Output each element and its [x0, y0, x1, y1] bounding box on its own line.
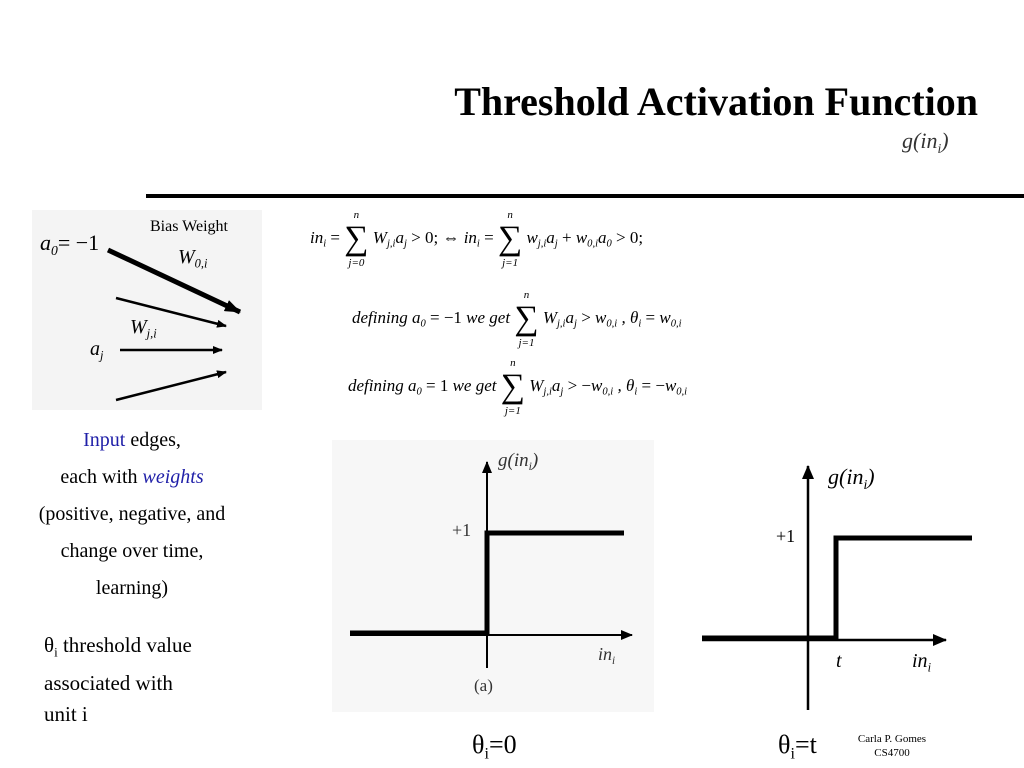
credit-course: CS4700	[874, 747, 910, 759]
caption-line-4: change over time,	[60, 540, 204, 562]
g-fn: g	[902, 128, 913, 153]
aj-var: a	[90, 338, 100, 360]
plot-b-ylabel-sub: i	[863, 476, 868, 492]
eq3-prefix: defining	[348, 375, 404, 395]
plot-a-ylabel-fn: g	[498, 450, 508, 471]
bias-arrow	[106, 247, 242, 315]
caption-line-3: (positive, negative, and	[38, 503, 226, 525]
theta-sub: i	[54, 644, 58, 660]
eq3-value: = 1	[425, 375, 449, 395]
aj-sub: j	[100, 348, 104, 363]
caption-each-with: each with	[60, 466, 143, 488]
title-rule	[146, 194, 1024, 198]
theta-a-sub: i	[484, 745, 489, 763]
input-arrow-3	[115, 370, 227, 402]
plot-b-t-label: t	[836, 650, 842, 672]
theta-note-line-1: θi threshold value	[44, 630, 192, 668]
step-plot-a: g(ini) +1 ini (a)	[332, 440, 654, 712]
eq2-prefix: defining	[352, 307, 408, 327]
wji-label: Wj,i	[130, 316, 157, 341]
plot-a-xlabel: ini	[598, 644, 615, 667]
aj-label: aj	[90, 338, 103, 363]
theta-note-rest: threshold value	[57, 633, 192, 657]
w0i-var: W	[178, 246, 195, 268]
theta-note-line-2: associated with	[44, 670, 173, 695]
eq2-mid: we get	[466, 307, 511, 327]
plot-a-ylabel: g(ini)	[498, 450, 539, 474]
theta-note-line-3: unit i	[44, 701, 88, 726]
caption-line-2: each with weights	[6, 459, 258, 496]
plot-b-ylabel-arg: in	[846, 464, 864, 489]
plot-b-xlabel-in: in	[912, 650, 928, 672]
caption-line-5: learning)	[95, 577, 169, 599]
caption-edges: edges,	[125, 429, 181, 451]
theta-a-rest: =0	[488, 730, 517, 759]
theta-b-sub: i	[790, 745, 795, 763]
equiv-symbol: ⇔	[442, 227, 460, 247]
step-plot-b-svg	[702, 465, 972, 710]
plot-b-ylabel: g(ini)	[828, 464, 875, 492]
theta-note: θi threshold value associated with unit …	[44, 630, 192, 730]
input-arrow-1	[115, 296, 227, 328]
w0i-label: W0,i	[178, 246, 207, 271]
credit-author: Carla P. Gomes	[857, 733, 927, 745]
w0i-sub: 0,i	[194, 256, 208, 271]
g-sub: i	[937, 140, 942, 156]
step-plot-a-svg	[350, 461, 633, 668]
eq3-mid: we get	[452, 375, 497, 395]
step-line-a	[350, 530, 624, 636]
theta-b-rest: =t	[794, 730, 817, 759]
theta-a-symbol: θ	[472, 730, 485, 759]
caption-weights: weights	[142, 466, 204, 488]
bias-weight-label: Bias Weight	[150, 218, 228, 235]
plot-b-ylabel-fn: g	[828, 464, 839, 489]
theta-b-symbol: θ	[778, 730, 791, 759]
slide-title: Threshold Activation Function	[454, 79, 978, 124]
caption-input: Input	[83, 429, 126, 451]
a0-label: a0= −1	[40, 230, 99, 259]
input-edges-svg	[106, 247, 242, 402]
plot-a-ylabel-sub: i	[528, 460, 532, 474]
a0-var: a	[40, 230, 51, 255]
theta-label-b: θi=t	[778, 730, 817, 764]
caption-line-1: Input edges,	[6, 422, 258, 459]
plot-a-ylabel-arg: in	[513, 450, 529, 471]
input-edges-caption: Input edges, each with weights (positive…	[6, 422, 258, 607]
eq2-value: = −1	[429, 307, 462, 327]
g-arg: in	[920, 128, 938, 153]
wji-var: W	[130, 316, 147, 338]
plot-b-plus-one: +1	[776, 526, 796, 546]
plot-a-plus-one: +1	[452, 520, 472, 540]
a0-value: = −1	[57, 230, 100, 255]
theta-label-a: θi=0	[472, 730, 517, 764]
step-plot-b: g(ini) +1 t ini	[676, 456, 984, 716]
g-function-label: g(ini)	[902, 128, 949, 156]
input-edges-figure: a0= −1 Bias Weight W0,i Wj,i aj	[32, 210, 262, 410]
theta-symbol: θ	[44, 633, 55, 657]
wji-sub: j,i	[146, 326, 157, 341]
plot-b-xlabel-sub: i	[927, 660, 932, 675]
plot-a-xlabel-sub: i	[612, 654, 616, 667]
eq1-in: in	[310, 227, 324, 247]
plot-b-xlabel: ini	[912, 650, 931, 675]
plot-a-tag: (a)	[474, 676, 493, 695]
plot-a-xlabel-in: in	[598, 644, 613, 664]
a0-sub: 0	[51, 242, 58, 258]
author-credit: Carla P. Gomes CS4700	[842, 732, 942, 760]
step-line-b	[702, 535, 972, 641]
